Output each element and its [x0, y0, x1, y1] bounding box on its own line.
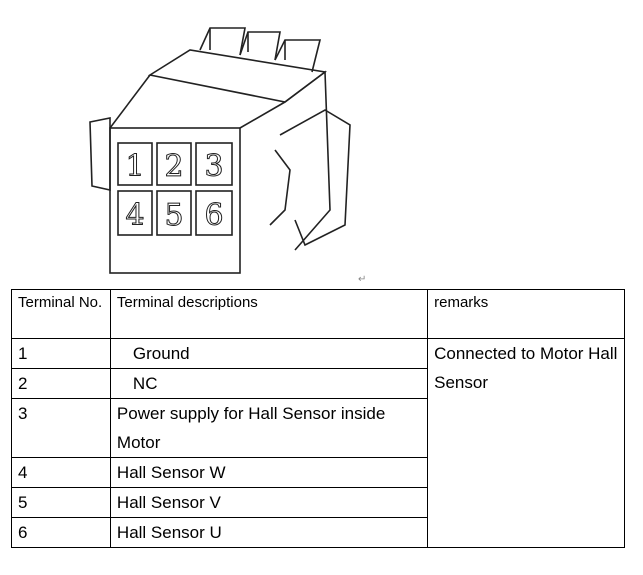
terminal-desc: NC	[109, 368, 429, 399]
terminal-no: 5	[11, 487, 111, 518]
table-row: 1 Ground Connected to Motor Hall Sensor	[11, 338, 625, 548]
pin-label: 6	[204, 198, 223, 233]
pin-label: 5	[164, 198, 183, 233]
header-remarks: remarks	[427, 289, 625, 339]
terminal-desc: Hall Sensor V	[109, 487, 429, 518]
terminal-no: 3	[11, 398, 111, 458]
terminal-no: 2	[11, 368, 111, 399]
header-descriptions: Terminal descriptions	[109, 289, 429, 339]
table-row: 6 Hall Sensor U	[11, 517, 625, 548]
terminal-table: Terminal No. Terminal descriptions remar…	[11, 289, 625, 548]
table-row: 5 Hall Sensor V	[11, 487, 625, 518]
pin-label: 4	[125, 198, 144, 233]
terminal-desc: Ground	[109, 338, 429, 369]
terminal-desc: Hall Sensor U	[109, 517, 429, 548]
pin-label: 3	[204, 149, 223, 184]
table-header-row: Terminal No. Terminal descriptions remar…	[11, 289, 625, 339]
terminal-no: 6	[11, 517, 111, 548]
connector-drawing: 1 2 3 4 5 6	[89, 27, 351, 274]
terminal-no: 1	[11, 338, 111, 369]
pin-cells	[117, 142, 233, 236]
table-row: 2 NC	[11, 368, 625, 399]
pin-label: 1	[125, 149, 144, 184]
pin-label: 2	[164, 149, 183, 184]
remarks-cell: Connected to Motor Hall Sensor	[427, 338, 625, 548]
terminal-desc: Hall Sensor W	[109, 457, 429, 488]
terminal-no: 4	[11, 457, 111, 488]
terminal-desc: Power supply for Hall Sensor inside Moto…	[109, 398, 429, 458]
table-row: 3 Power supply for Hall Sensor inside Mo…	[11, 398, 625, 458]
header-terminal-no: Terminal No.	[11, 289, 111, 339]
paragraph-mark: ↵	[358, 274, 367, 285]
